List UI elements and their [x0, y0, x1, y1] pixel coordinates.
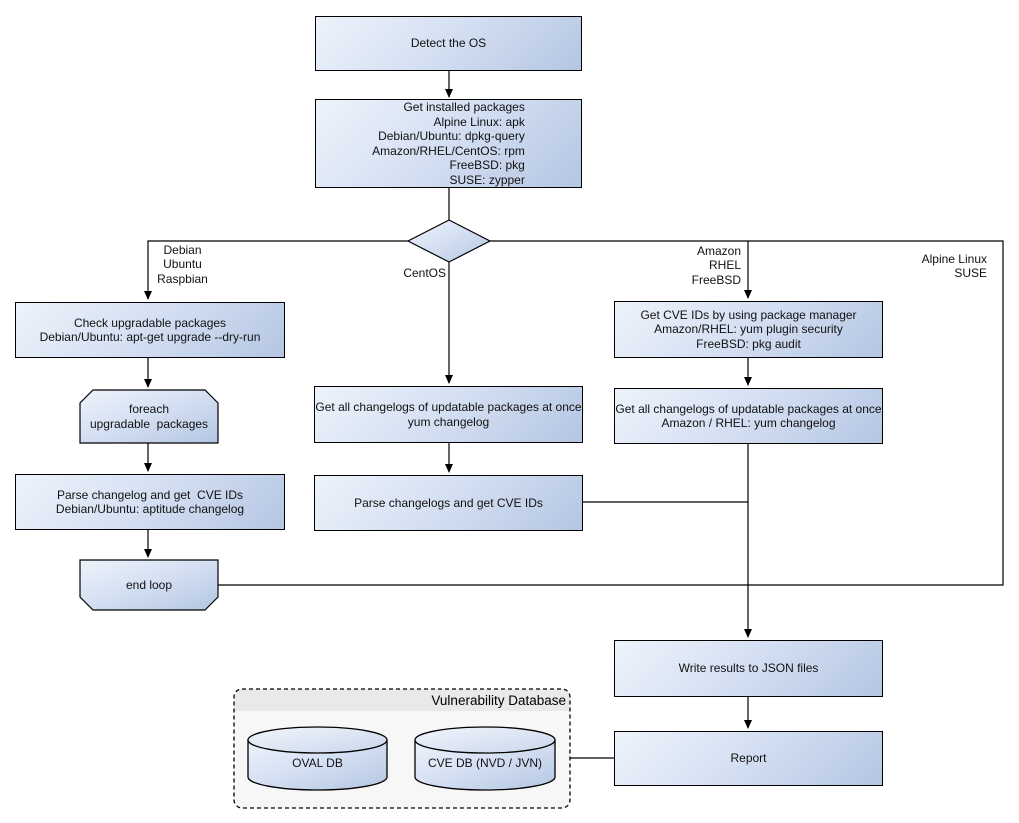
cve-db-label: CVE DB (NVD / JVN): [427, 755, 542, 770]
branch-label-amazon: Amazon RHEL FreeBSD: [691, 244, 741, 287]
vulnerability-database-title: Vulnerability Database: [431, 693, 566, 708]
node-label: Detect the OS: [410, 36, 487, 51]
edge-decision-right-rail: [490, 240, 1004, 586]
node-label: Get CVE IDs by using package manager Ama…: [640, 307, 857, 351]
node-label: Parse changelogs and get CVE IDs: [354, 495, 543, 510]
node-label: Write results to JSON files: [678, 661, 819, 676]
foreach-loop-shape: [79, 389, 219, 444]
node-parse-changelogs-centos: Parse changelogs and get CVE IDs: [314, 475, 583, 531]
branch-label-alpine: Alpine Linux SUSE: [921, 252, 987, 281]
node-get-cve-ids-package-manager: Get CVE IDs by using package manager Ama…: [614, 301, 883, 358]
oval-db-cylinder: [247, 726, 388, 791]
node-report: Report: [614, 731, 883, 786]
node-label: Check upgradable packages Debian/Ubuntu:…: [39, 315, 261, 345]
end-loop-shape: [79, 559, 219, 611]
node-label: Get all changelogs of updatable packages…: [315, 400, 582, 429]
oval-db-label: OVAL DB: [292, 755, 343, 770]
edge-decision-to-check-upgradable: [144, 240, 408, 300]
node-check-upgradable-packages: Check upgradable packages Debian/Ubuntu:…: [15, 302, 285, 358]
os-decision-diamond: [406, 219, 492, 263]
node-write-results-json: Write results to JSON files: [614, 640, 883, 697]
node-label: Get installed packages Alpine Linux: apk…: [372, 100, 525, 187]
node-detect-os: Detect the OS: [315, 16, 582, 71]
node-label: Report: [730, 751, 767, 766]
node-parse-changelog-debian: Parse changelog and get CVE IDs Debian/U…: [15, 474, 285, 530]
node-label: Get all changelogs of updatable packages…: [615, 401, 882, 431]
branch-label-centos: CentOS: [403, 266, 446, 280]
end-loop-label: end loop: [125, 577, 173, 592]
foreach-loop-label: foreach upgradable packages: [89, 402, 209, 431]
node-get-changelogs-amazon: Get all changelogs of updatable packages…: [614, 388, 883, 444]
branch-label-debian: Debian Ubuntu Raspbian: [157, 243, 208, 286]
node-label: Parse changelog and get CVE IDs Debian/U…: [55, 487, 245, 517]
node-get-installed-packages: Get installed packages Alpine Linux: apk…: [315, 99, 582, 188]
node-get-changelogs-centos: Get all changelogs of updatable packages…: [314, 386, 583, 443]
cve-db-cylinder: [414, 726, 556, 791]
